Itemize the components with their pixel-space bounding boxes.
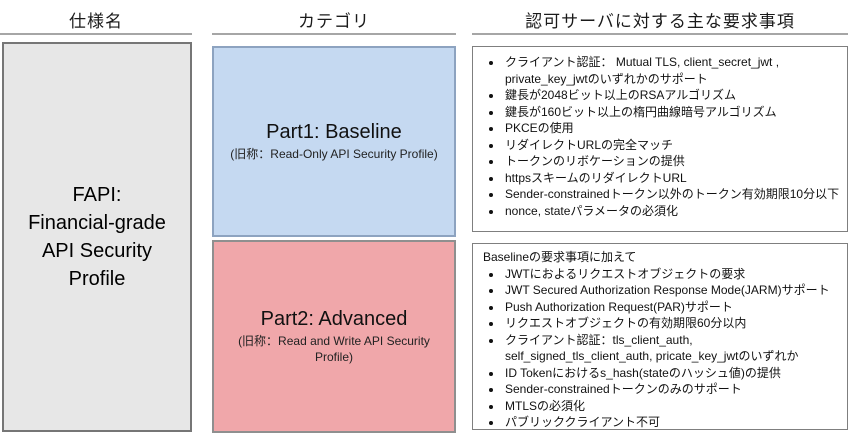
header-underline-category	[212, 33, 456, 35]
requirement-item: リクエストオブジェクトの有効期限60分以内	[503, 315, 841, 332]
header-underline-requirements	[472, 33, 848, 35]
header-underline-spec	[0, 33, 192, 35]
requirement-item: nonce, stateパラメータの必須化	[503, 203, 841, 220]
part1-subtitle: (旧称：Read-Only API Security Profile)	[230, 147, 438, 162]
advanced-requirements-list: JWTにおよるリクエストオブジェクトの要求 JWT Secured Author…	[477, 266, 841, 431]
requirement-item: クライアント認証：tls_client_auth, self_signed_tl…	[503, 332, 841, 365]
requirement-item: クライアント認証： Mutual TLS, client_secret_jwt …	[503, 54, 841, 87]
requirement-item: JWTにおよるリクエストオブジェクトの要求	[503, 266, 841, 283]
requirement-item: PKCEの使用	[503, 120, 841, 137]
requirement-item: 鍵長が160ビット以上の楕円曲線暗号アルゴリズム	[503, 104, 841, 121]
advanced-requirements-intro: Baselineの要求事項に加えて	[483, 250, 637, 264]
advanced-requirements-box: Baselineの要求事項に加えて JWTにおよるリクエストオブジェクトの要求 …	[472, 243, 848, 430]
column-header-category: カテゴリ	[298, 11, 370, 31]
baseline-requirements-list: クライアント認証： Mutual TLS, client_secret_jwt …	[477, 54, 841, 219]
requirement-item: リダイレクトURLの完全マッチ	[503, 137, 841, 154]
spec-name-box: FAPI: Financial-grade API Security Profi…	[2, 42, 192, 432]
requirement-item: パブリッククライアント不可	[503, 414, 841, 431]
part2-title: Part2: Advanced	[260, 308, 408, 331]
requirement-item: Sender-constrainedトークン以外のトークン有効期限10分以下	[503, 186, 841, 203]
requirement-item: Sender-constrainedトークンのみのサポート	[503, 381, 841, 398]
requirement-item: トークンのリボケーションの提供	[503, 153, 841, 170]
requirement-item: ID Tokenにおけるs_hash(stateのハッシュ値)の提供	[503, 365, 841, 382]
part2-advanced-box: Part2: Advanced (旧称：Read and Write API S…	[212, 240, 456, 433]
column-header-spec: 仕様名	[69, 11, 123, 31]
column-header-requirements: 認可サーバに対する主な要求事項	[525, 11, 795, 31]
requirement-item: Push Authorization Request(PAR)サポート	[503, 299, 841, 316]
baseline-requirements-box: クライアント認証： Mutual TLS, client_secret_jwt …	[472, 46, 848, 232]
part1-title: Part1: Baseline	[266, 121, 402, 144]
part1-baseline-box: Part1: Baseline (旧称：Read-Only API Securi…	[212, 46, 456, 237]
requirement-item: httpsスキームのリダイレクトURL	[503, 170, 841, 187]
part2-subtitle: (旧称：Read and Write API Security Profile)	[238, 334, 430, 364]
requirement-item: 鍵長が2048ビット以上のRSAアルゴリズム	[503, 87, 841, 104]
requirement-item: JWT Secured Authorization Response Mode(…	[503, 282, 841, 299]
requirement-item: MTLSの必須化	[503, 398, 841, 415]
spec-name-label: FAPI: Financial-grade API Security Profi…	[28, 184, 166, 290]
